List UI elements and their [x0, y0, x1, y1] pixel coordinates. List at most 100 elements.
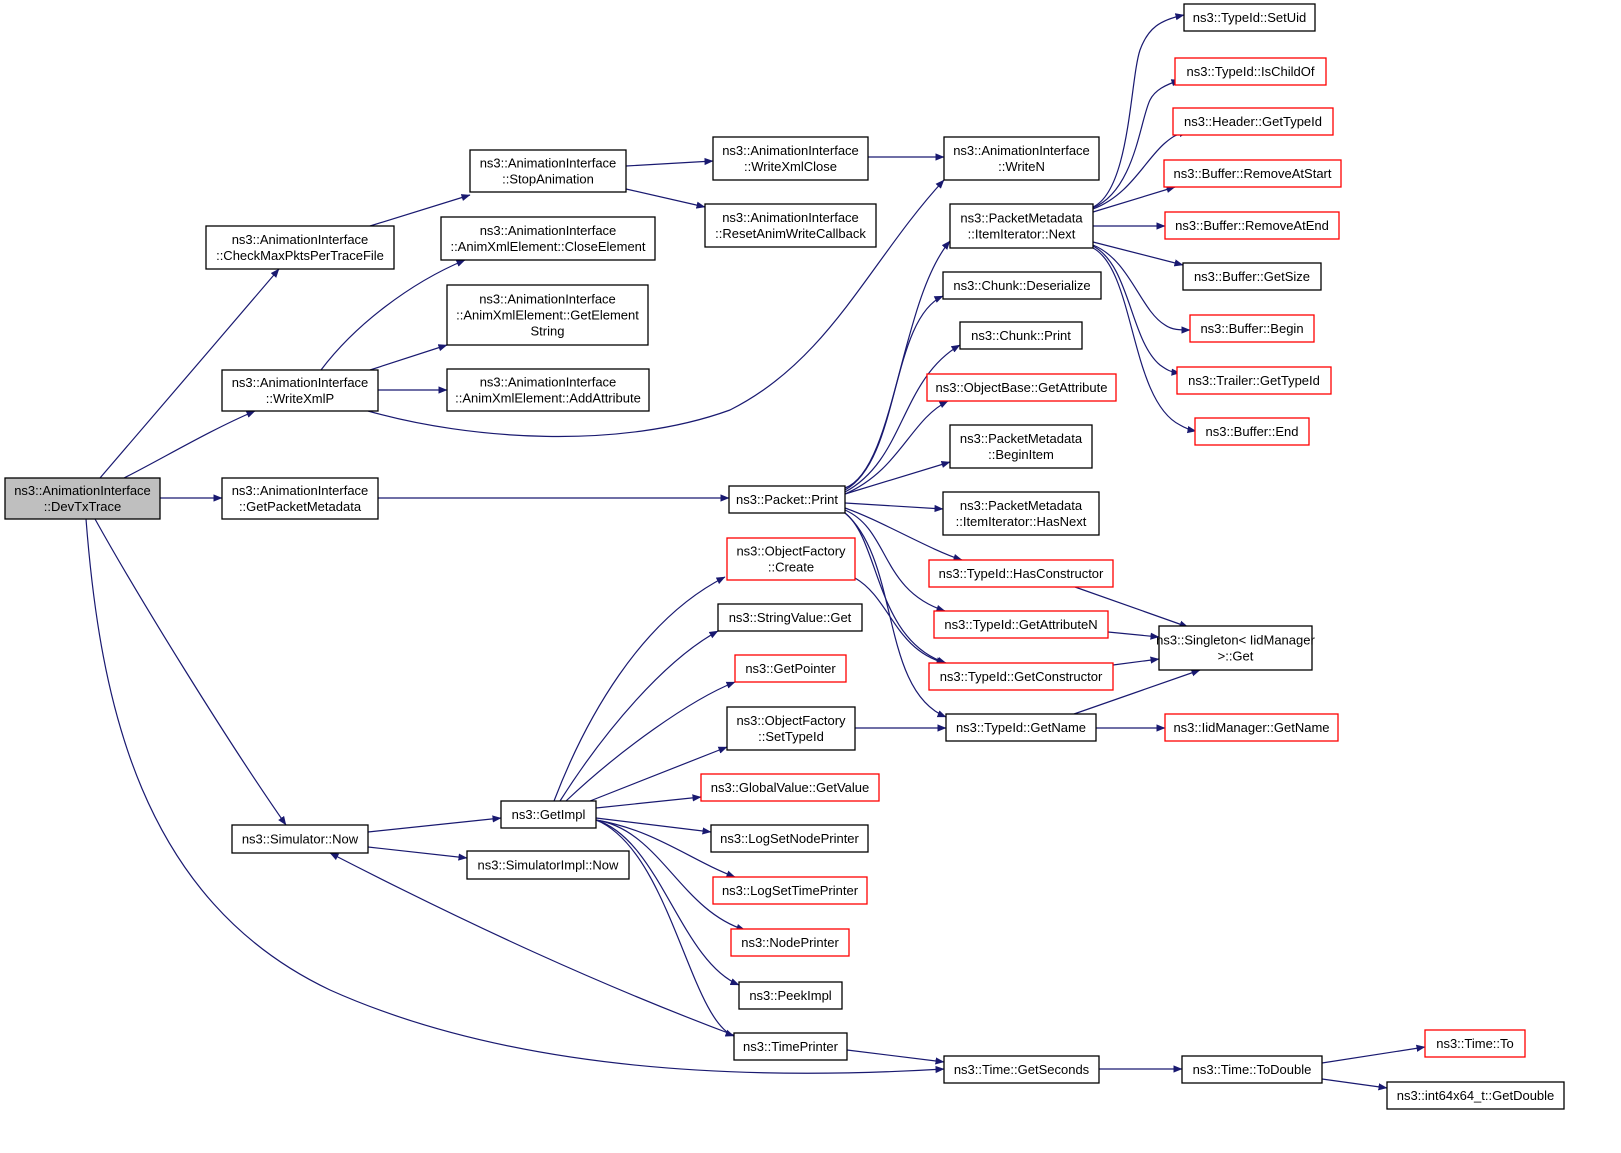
node-strvalget[interactable]: ns3::StringValue::Get: [717, 603, 863, 632]
node-label-line: ns3::TypeId::HasConstructor: [939, 566, 1104, 581]
node-box: [1189, 314, 1315, 343]
node-getelstr[interactable]: ns3::AnimationInterface::AnimXmlElement:…: [446, 284, 649, 346]
edge-getctor-to-singleton: [1112, 656, 1160, 666]
node-bufgetsize[interactable]: ns3::Buffer::GetSize: [1182, 262, 1322, 291]
node-label-line: ns3::Header::GetTypeId: [1184, 114, 1322, 129]
node-bufend[interactable]: ns3::Buffer::End: [1194, 417, 1310, 446]
edge-timeprinter-to-simnow: [329, 852, 737, 1037]
node-logsettime[interactable]: ns3::LogSetTimePrinter: [712, 876, 868, 905]
node-bufbegin[interactable]: ns3::Buffer::Begin: [1189, 314, 1315, 343]
node-label-line: ns3::ObjectBase::GetAttribute: [936, 380, 1108, 395]
node-bufremend[interactable]: ns3::Buffer::RemoveAtEnd: [1164, 211, 1340, 240]
node-label-line: ::AnimXmlElement::GetElement: [456, 308, 639, 323]
edge-ofcreate-to-getctor: [854, 577, 946, 665]
node-devtx[interactable]: ns3::AnimationInterface::DevTxTrace: [4, 477, 161, 520]
edge-pktprint-to-hasctor: [844, 507, 963, 561]
node-box: [942, 271, 1102, 300]
node-box: [728, 485, 846, 514]
node-tidgetname[interactable]: ns3::TypeId::GetName: [945, 713, 1097, 742]
node-bufremstart[interactable]: ns3::Buffer::RemoveAtStart: [1163, 159, 1342, 188]
node-hasnext[interactable]: ns3::PacketMetadata::ItemIterator::HasNe…: [942, 491, 1100, 536]
node-label-line: ns3::Time::GetSeconds: [954, 1062, 1090, 1077]
node-logsetnode[interactable]: ns3::LogSetNodePrinter: [710, 824, 869, 853]
node-label-line: ns3::AnimationInterface: [480, 156, 617, 171]
edge-timeprinter-to-timegetsec: [846, 1049, 945, 1065]
node-writexmlp[interactable]: ns3::AnimationInterface::WriteXmlP: [221, 369, 379, 412]
node-hasctor[interactable]: ns3::TypeId::HasConstructor: [928, 559, 1114, 588]
node-label-line: ::StopAnimation: [502, 172, 594, 187]
node-singleton[interactable]: ns3::Singleton< IidManager>::Get: [1156, 625, 1315, 671]
node-timegetsec[interactable]: ns3::Time::GetSeconds: [943, 1055, 1100, 1084]
node-label-line: >::Get: [1218, 649, 1254, 664]
node-closeel[interactable]: ns3::AnimationInterface::AnimXmlElement:…: [440, 216, 656, 261]
node-ischildof[interactable]: ns3::TypeId::IsChildOf: [1174, 57, 1327, 86]
node-box: [926, 373, 1117, 402]
edge-itnext-to-ischildof: [1092, 79, 1181, 209]
node-simnow[interactable]: ns3::Simulator::Now: [231, 824, 369, 854]
node-setuid[interactable]: ns3::TypeId::SetUid: [1183, 3, 1316, 32]
edge-itnext-to-setuid: [1092, 13, 1185, 208]
edge-getimpl-to-getpointer: [565, 681, 736, 802]
node-label-line: ns3::TypeId::IsChildOf: [1187, 64, 1315, 79]
node-itnext[interactable]: ns3::PacketMetadata::ItemIterator::Next: [949, 203, 1094, 249]
node-getattrn[interactable]: ns3::TypeId::GetAttributeN: [933, 610, 1109, 639]
node-chunkprint[interactable]: ns3::Chunk::Print: [959, 321, 1083, 350]
node-hdrgettypeid[interactable]: ns3::Header::GetTypeId: [1172, 107, 1334, 136]
node-box: [730, 928, 850, 957]
node-objgetattr[interactable]: ns3::ObjectBase::GetAttribute: [926, 373, 1117, 402]
node-iidgetname[interactable]: ns3::IidManager::GetName: [1164, 713, 1339, 742]
node-label-line: ns3::Buffer::Begin: [1200, 321, 1303, 336]
node-box: [700, 773, 880, 802]
node-label-line: ns3::TypeId::GetConstructor: [940, 669, 1103, 684]
node-beginitem[interactable]: ns3::PacketMetadata::BeginItem: [949, 424, 1093, 469]
node-label-line: ns3::Packet::Print: [736, 492, 838, 507]
edge-pktprint-to-hasnext: [844, 502, 944, 513]
node-label-line: ns3::Chunk::Deserialize: [953, 278, 1090, 293]
edge-itnext-to-bufbegin: [1092, 244, 1191, 334]
node-label-line: ns3::NodePrinter: [741, 935, 839, 950]
node-box: [1172, 107, 1334, 136]
node-int64getdouble[interactable]: ns3::int64x64_t::GetDouble: [1386, 1081, 1565, 1110]
node-getimpl[interactable]: ns3::GetImpl: [500, 800, 597, 829]
node-box: [205, 225, 395, 270]
node-peekimpl[interactable]: ns3::PeekImpl: [738, 981, 843, 1010]
node-label-line: ns3::Buffer::RemoveAtStart: [1174, 166, 1332, 181]
node-addattr[interactable]: ns3::AnimationInterface::AnimXmlElement:…: [446, 368, 650, 412]
node-label-line: ns3::PacketMetadata: [960, 431, 1083, 446]
node-label-line: ns3::Simulator::Now: [242, 832, 359, 847]
node-stopanim[interactable]: ns3::AnimationInterface::StopAnimation: [469, 149, 627, 193]
node-checkmax[interactable]: ns3::AnimationInterface::CheckMaxPktsPer…: [205, 225, 395, 270]
node-ofcreate[interactable]: ns3::ObjectFactory::Create: [726, 537, 856, 581]
node-getctor[interactable]: ns3::TypeId::GetConstructor: [928, 662, 1114, 691]
edge-hasctor-to-singleton: [1074, 586, 1189, 628]
node-simimplnow[interactable]: ns3::SimulatorImpl::Now: [466, 850, 630, 880]
node-box: [1163, 159, 1342, 188]
node-timeprinter[interactable]: ns3::TimePrinter: [733, 1032, 848, 1061]
node-label-line: String: [531, 324, 565, 339]
node-getpointer[interactable]: ns3::GetPointer: [734, 654, 847, 683]
node-trlgettypeid[interactable]: ns3::Trailer::GetTypeId: [1176, 366, 1332, 395]
node-writexmlclose[interactable]: ns3::AnimationInterface::WriteXmlClose: [712, 136, 869, 181]
node-gvgetvalue[interactable]: ns3::GlobalValue::GetValue: [700, 773, 880, 802]
node-timeto[interactable]: ns3::Time::To: [1424, 1029, 1526, 1058]
node-ofsettypeid[interactable]: ns3::ObjectFactory::SetTypeId: [726, 706, 856, 751]
node-box: [1164, 211, 1340, 240]
node-pktprint[interactable]: ns3::Packet::Print: [728, 485, 846, 514]
node-chunkdeser[interactable]: ns3::Chunk::Deserialize: [942, 271, 1102, 300]
node-label-line: ns3::Trailer::GetTypeId: [1188, 373, 1320, 388]
node-box: [949, 203, 1094, 249]
node-label-line: ns3::AnimationInterface: [14, 483, 151, 498]
node-getpktmeta[interactable]: ns3::AnimationInterface::GetPacketMetada…: [221, 477, 379, 520]
node-writen[interactable]: ns3::AnimationInterface::WriteN: [943, 136, 1100, 181]
edge-simnow-to-simimplnow: [367, 846, 468, 861]
node-box: [231, 824, 369, 854]
node-label-line: ::Create: [768, 560, 814, 575]
node-label-line: ns3::SimulatorImpl::Now: [478, 858, 619, 873]
node-resetanim[interactable]: ns3::AnimationInterface::ResetAnimWriteC…: [704, 203, 877, 248]
node-timetodouble[interactable]: ns3::Time::ToDouble: [1181, 1055, 1323, 1084]
node-label-line: ns3::Buffer::GetSize: [1194, 269, 1310, 284]
node-nodeprinter[interactable]: ns3::NodePrinter: [730, 928, 850, 957]
edge-writexmlp-to-closeel: [320, 259, 466, 371]
edge-stopanim-to-writexmlclose: [625, 157, 714, 167]
node-box: [1183, 3, 1316, 32]
